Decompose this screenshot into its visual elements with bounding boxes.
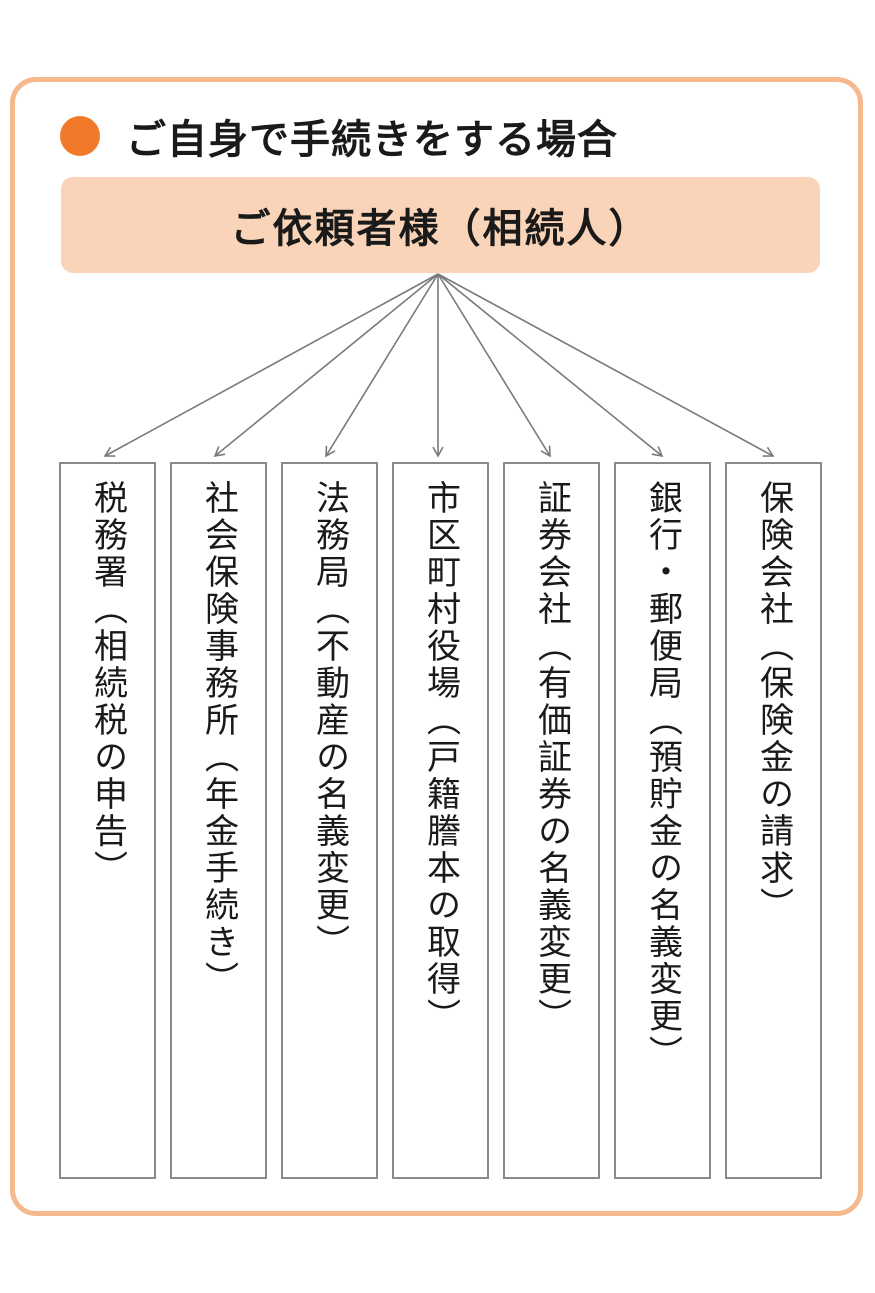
destination-label: 社会保険事務所（年金手続き）	[198, 480, 239, 998]
destination-label: 市区町村役場（戸籍謄本の取得）	[420, 480, 461, 1035]
destination-label: 法務局（不動産の名義変更）	[309, 480, 350, 961]
destination-box-insurance: 保険会社（保険金の請求）	[725, 462, 822, 1179]
heading-title: ご自身で手続きをする場合	[126, 117, 618, 163]
destination-label: 保険会社（保険金の請求）	[753, 480, 794, 924]
requester-box: ご依頼者様（相続人）	[61, 177, 820, 273]
section-heading: ご自身で手続きをする場合	[60, 108, 618, 164]
bullet-icon	[60, 116, 100, 156]
destination-box-tax-office: 税務署（相続税の申告）	[59, 462, 156, 1179]
destination-label: 証券会社（有価証券の名義変更）	[531, 480, 572, 1035]
destination-box-bank-post: 銀行・郵便局（預貯金の名義変更）	[614, 462, 711, 1179]
destination-box-securities: 証券会社（有価証券の名義変更）	[503, 462, 600, 1179]
destination-label: 税務署（相続税の申告）	[87, 480, 128, 887]
destination-box-social-insurance: 社会保険事務所（年金手続き）	[170, 462, 267, 1179]
requester-label: ご依頼者様（相続人）	[230, 206, 651, 252]
destination-box-legal-affairs: 法務局（不動産の名義変更）	[281, 462, 378, 1179]
destination-label: 銀行・郵便局（預貯金の名義変更）	[642, 480, 683, 1072]
destination-box-municipal-office: 市区町村役場（戸籍謄本の取得）	[392, 462, 489, 1179]
